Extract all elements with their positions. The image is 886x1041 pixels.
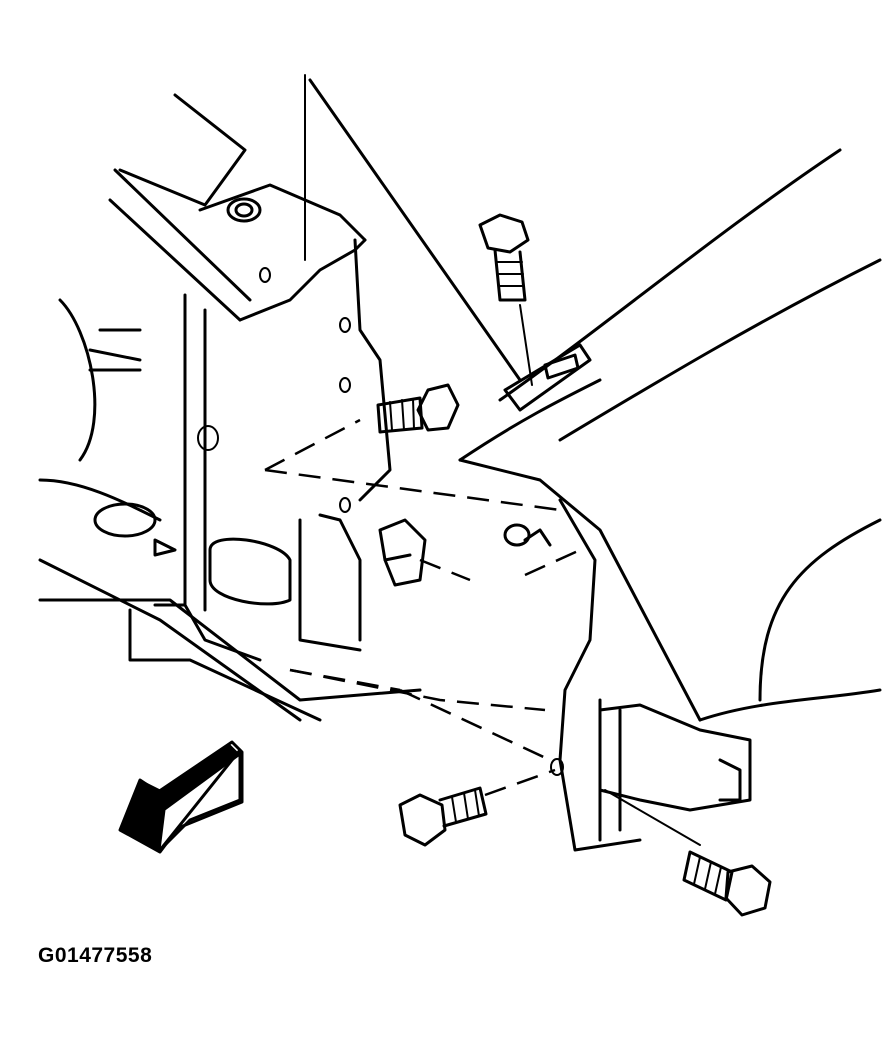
alignment-lines xyxy=(264,74,701,846)
front-direction-arrow-icon xyxy=(118,740,244,854)
figure-id-label: G01477558 xyxy=(38,944,153,967)
fender-outline xyxy=(308,78,882,722)
mounting-bracket xyxy=(378,518,552,587)
lower-fender-bracket xyxy=(550,498,752,852)
lower-left-bolt xyxy=(398,786,488,847)
radiator-support-frame xyxy=(38,93,422,722)
upper-bolt xyxy=(478,213,592,412)
middle-bolt xyxy=(376,383,460,434)
lower-right-bolt xyxy=(682,850,772,917)
